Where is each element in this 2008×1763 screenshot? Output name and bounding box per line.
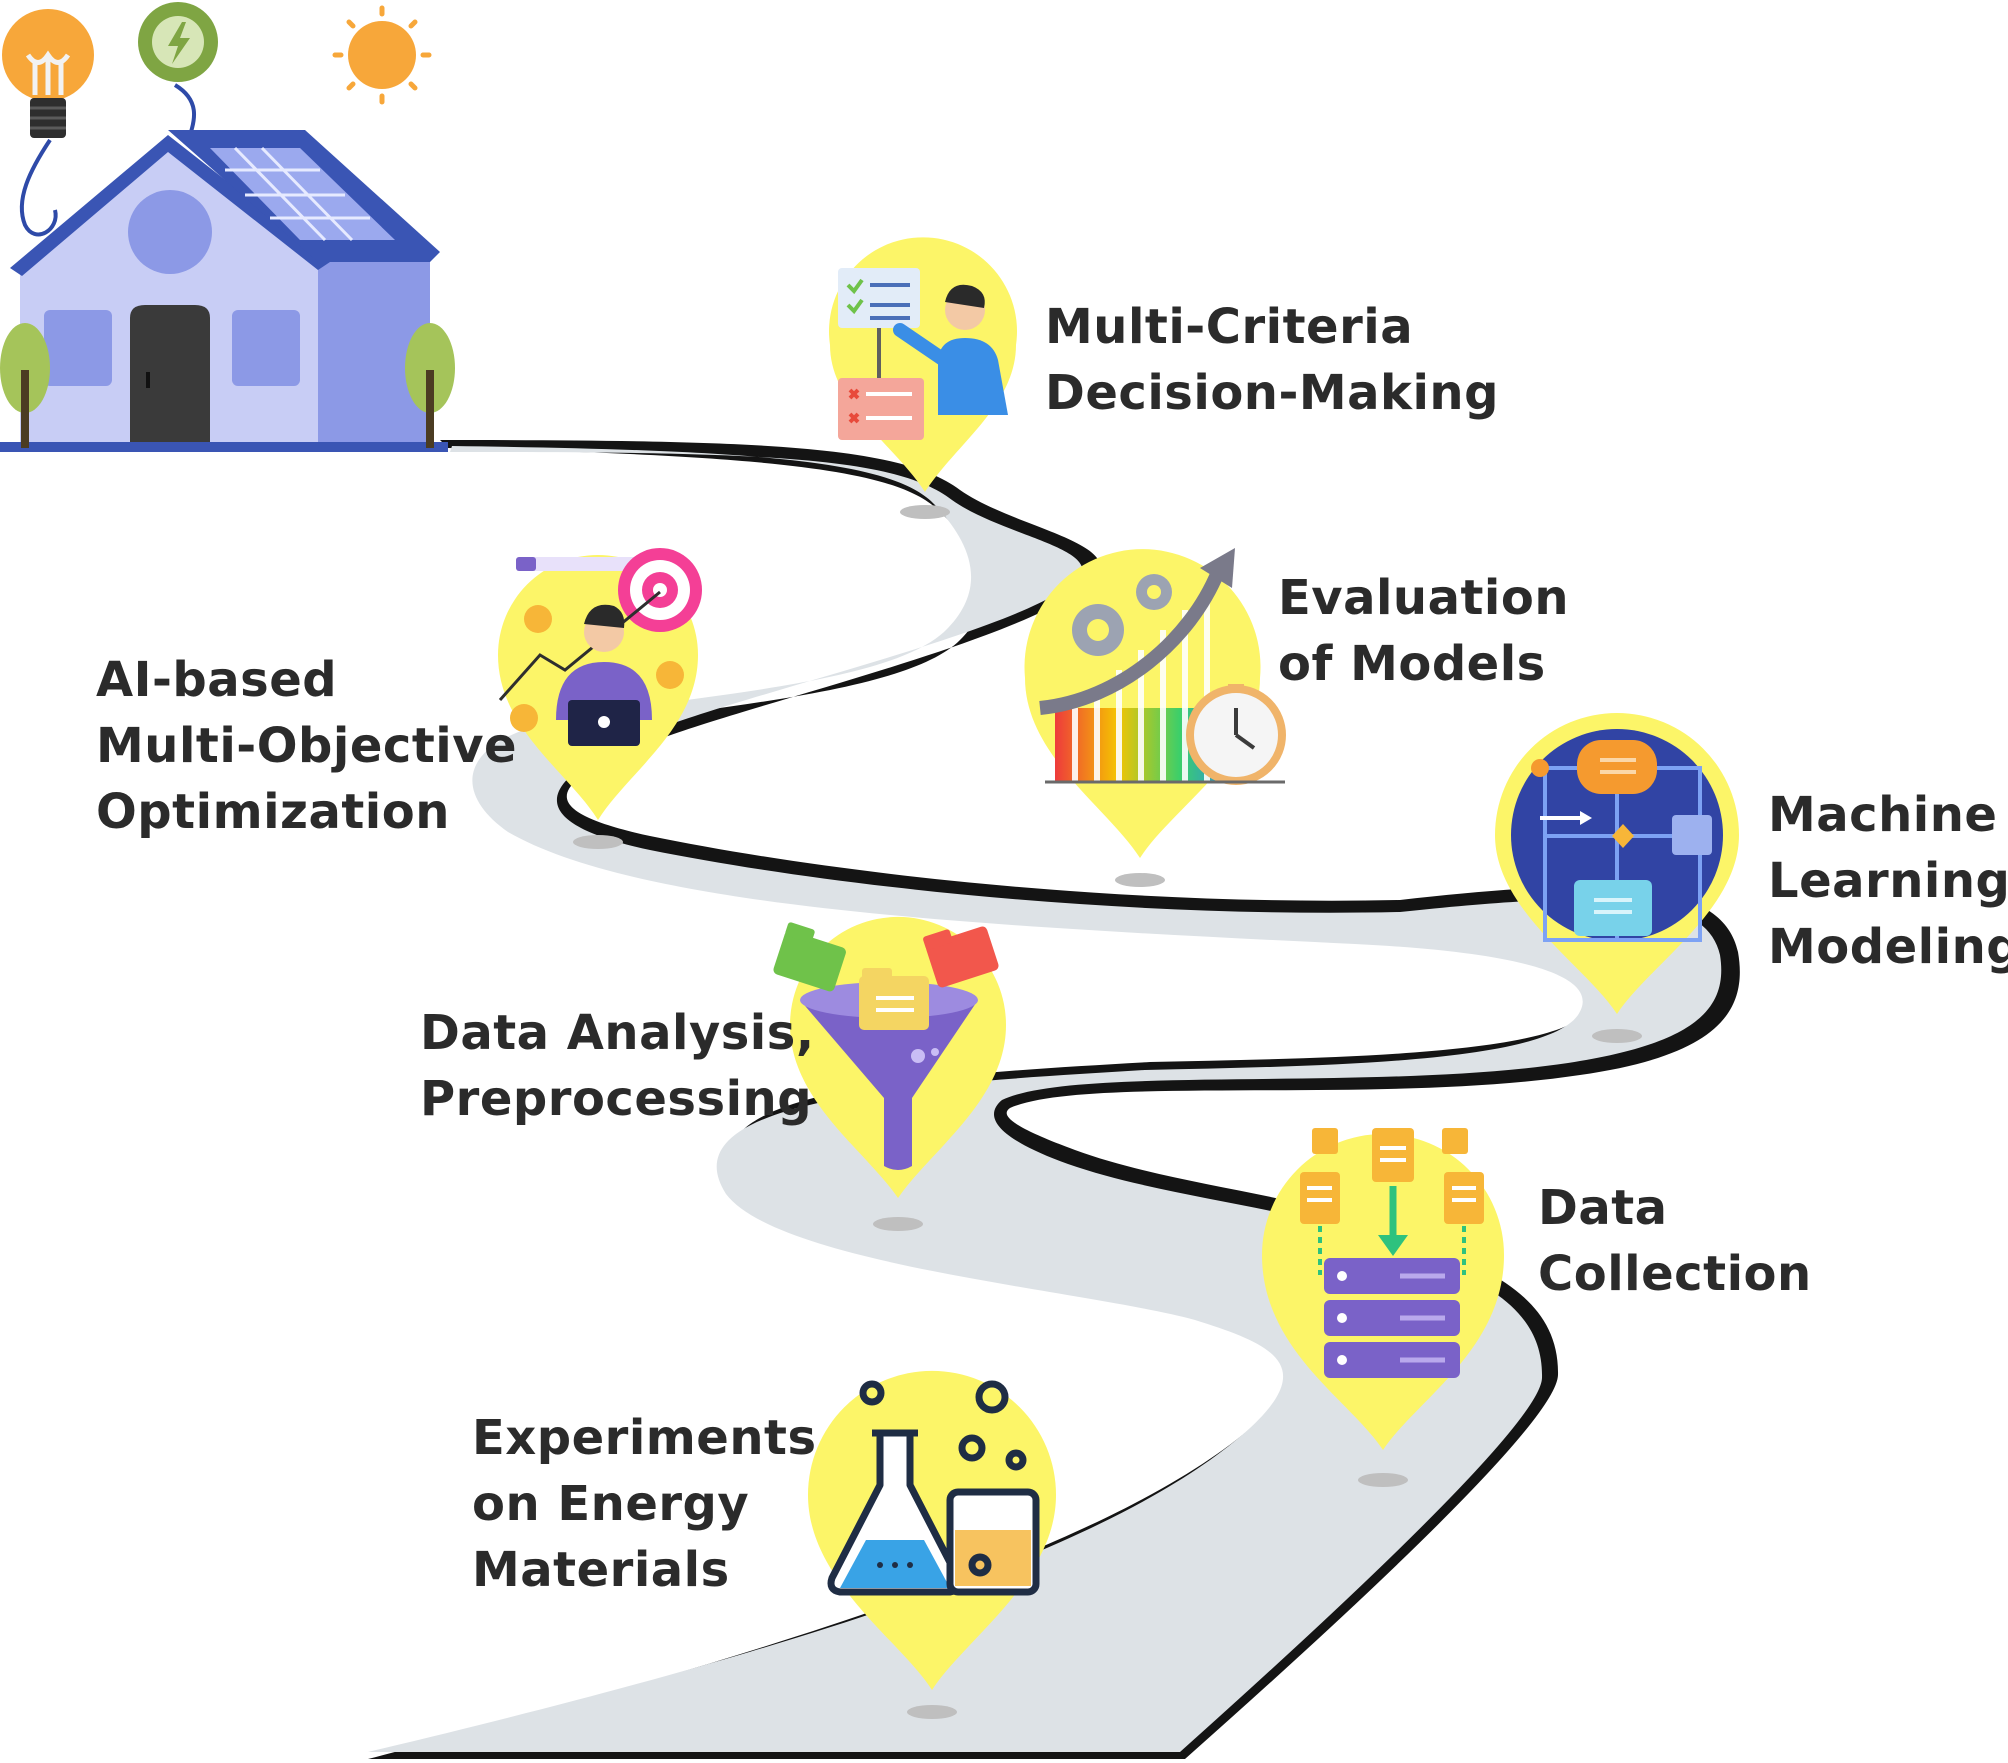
pin-ml-modeling [1495, 713, 1739, 1043]
light-bulb-icon [2, 9, 94, 138]
growth-chart-gears-icon [1039, 548, 1286, 785]
pin-mcdm [828, 237, 1018, 519]
energy-bolt-icon [138, 2, 218, 82]
funnel-folders-icon [773, 922, 999, 1170]
pin-ai-optimization [498, 548, 702, 849]
pin-experiments [808, 1370, 1057, 1719]
pin-data-collection [1262, 1128, 1504, 1487]
tree-icon [0, 323, 455, 448]
sun-icon [332, 5, 432, 105]
flask-beaker-icon [827, 1380, 1040, 1596]
pin-evaluation [1024, 548, 1286, 887]
stage-label-data-analysis: Data Analysis,Preprocessing [420, 1005, 815, 1127]
target-laptop-person-icon [498, 548, 702, 746]
database-server-icon [1300, 1128, 1484, 1378]
flowchart-icon [1511, 729, 1723, 942]
checklist-person-icon [838, 268, 1008, 440]
pin-data-analysis [773, 916, 1007, 1231]
house-solar-icon [0, 83, 448, 452]
